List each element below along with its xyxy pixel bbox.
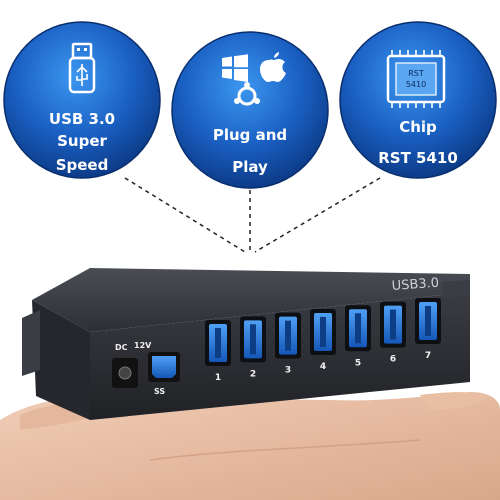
- usb-stick-icon: [68, 42, 96, 94]
- os-logos-icon: [222, 52, 286, 106]
- usb-port-6-number: 6: [390, 355, 396, 365]
- usb-line-3: Speed: [56, 156, 109, 174]
- usb-port-5-number: 5: [355, 358, 361, 368]
- ss-label: SS: [154, 387, 165, 396]
- usb-port-3-number: 3: [285, 366, 291, 376]
- usb-port-1-tongue: [215, 328, 221, 358]
- usb-port-3-tongue: [285, 320, 291, 351]
- usb-port-6-tongue: [390, 309, 396, 340]
- usb-line-2: Super: [57, 132, 107, 150]
- usb-ports: 1 2 3 4 5 6 7: [205, 297, 441, 383]
- voltage-label: 12V: [134, 341, 152, 350]
- usb-port-4-tongue: [320, 316, 326, 347]
- chip-label-1: RST: [408, 69, 424, 78]
- connector-lines: [124, 177, 381, 253]
- pnp-line-1: Plug and: [213, 126, 287, 144]
- usb-port-2-tongue: [250, 324, 256, 355]
- usb-line-1: USB 3.0: [49, 110, 115, 128]
- chip-line-2: RST 5410: [378, 149, 458, 167]
- chip-icon: RST 5410: [386, 50, 446, 108]
- chip-label-2: 5410: [406, 80, 426, 89]
- hub-top-label: USB3.0: [391, 276, 439, 294]
- usb-port-5-tongue: [355, 313, 361, 344]
- feature-bubble-chip: RST 5410 Chip RST 5410: [339, 21, 497, 179]
- usb-port-7-tongue: [425, 305, 431, 336]
- usb-port-2-number: 2: [250, 369, 256, 379]
- pnp-line-2: Play: [232, 158, 268, 176]
- dc-label: DC: [115, 343, 128, 352]
- usb-port-4-number: 4: [320, 362, 326, 372]
- usb-port-7-number: 7: [425, 351, 431, 361]
- usb-port-1-number: 1: [215, 373, 221, 383]
- chip-line-1: Chip: [399, 118, 437, 136]
- feature-bubble-usb: USB 3.0 Super Speed: [3, 21, 161, 179]
- feature-bubble-plug-and-play: Plug and Play: [171, 31, 329, 189]
